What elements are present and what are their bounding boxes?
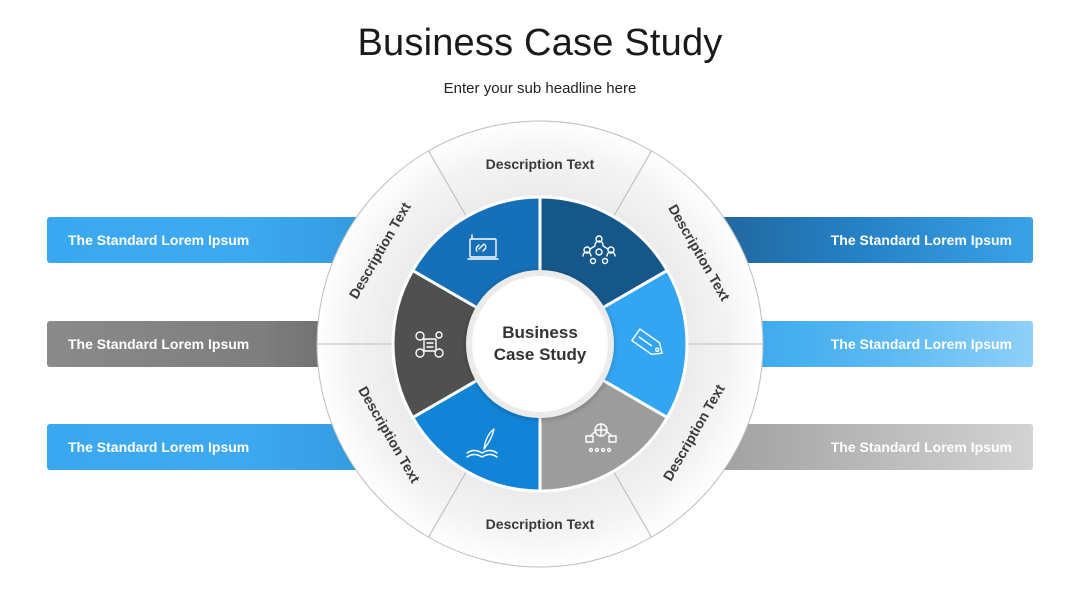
center-label: Business Case Study bbox=[470, 322, 610, 366]
brand-tag-icon bbox=[631, 328, 663, 356]
center-hub bbox=[466, 270, 614, 418]
page-subtitle: Enter your sub headline here bbox=[443, 80, 637, 97]
global-workflow-icon bbox=[585, 423, 617, 453]
bar-left-top: The Standard Lorem Ipsum bbox=[47, 217, 407, 263]
page-title: Business Case Study bbox=[357, 22, 723, 64]
outer-ring bbox=[316, 120, 764, 568]
ring-label-bottom: Description Text bbox=[486, 516, 595, 532]
ring-label-top: Description Text bbox=[486, 156, 595, 172]
monitor-link-icon bbox=[467, 234, 499, 260]
team-network-icon bbox=[582, 235, 616, 265]
center-label-line-2: Case Study bbox=[493, 345, 587, 364]
book-quill-icon bbox=[466, 428, 498, 458]
idea-process-icon bbox=[415, 331, 444, 358]
center-label-line-1: Business bbox=[502, 323, 578, 342]
